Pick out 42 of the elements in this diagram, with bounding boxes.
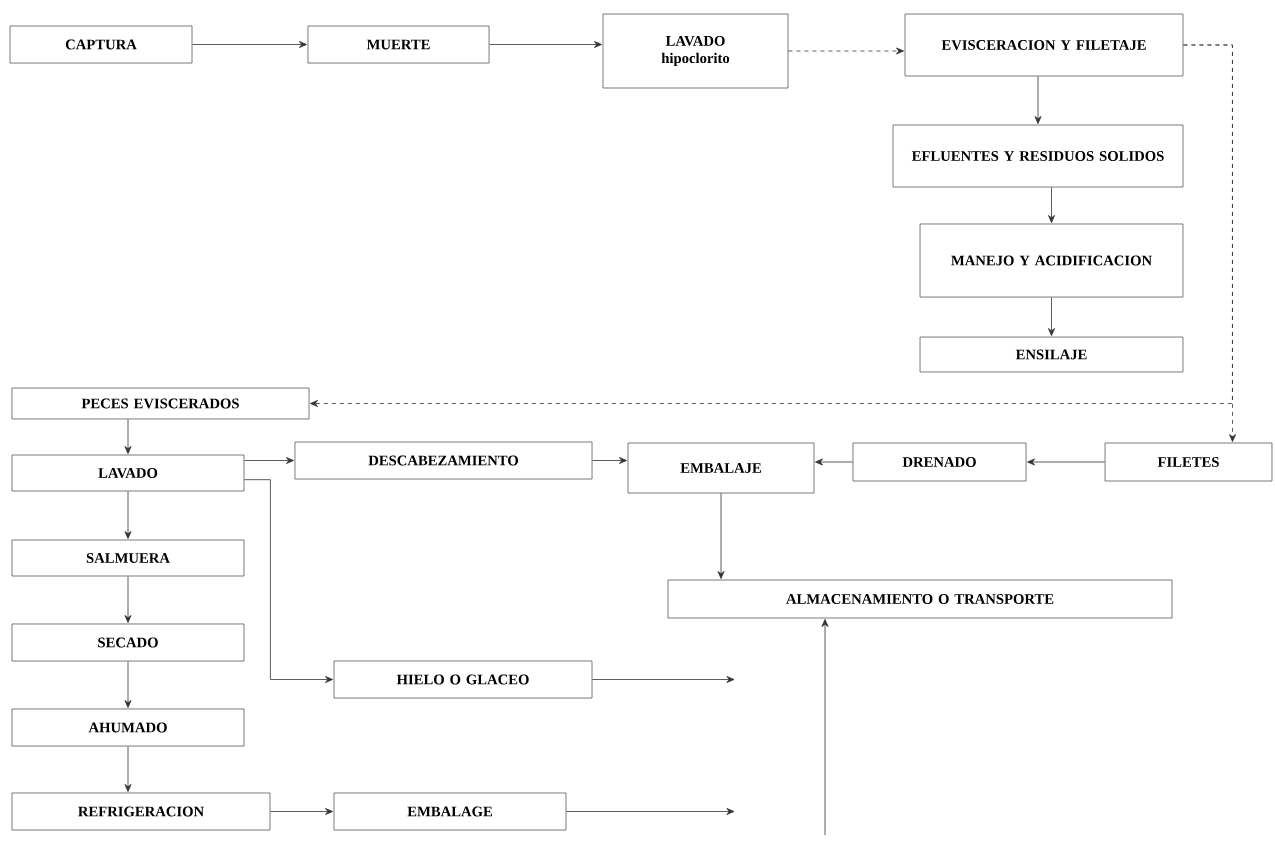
arrow	[124, 418, 132, 454]
process-box: REFRIGERACION	[11, 792, 271, 831]
arrow	[1034, 76, 1042, 124]
arrow	[717, 493, 725, 579]
arrow	[124, 576, 132, 623]
process-box: EVISCERACION Y FILETAJE	[904, 13, 1184, 77]
process-box: FILETES	[1104, 442, 1273, 482]
arrow	[1027, 458, 1106, 466]
process-box: MUERTE	[307, 25, 490, 64]
process-box: DRENADO	[852, 442, 1027, 482]
arrow	[592, 457, 627, 464]
process-box: SALMUERA	[11, 539, 245, 577]
process-box: ALMACENAMIENTO O TRANSPORTE	[667, 579, 1173, 619]
arrow	[1048, 297, 1055, 336]
arrow	[788, 47, 904, 55]
process-box: SECADO	[11, 623, 245, 662]
process-box: EFLUENTES Y RESIDUOS SOLIDOS	[892, 124, 1184, 188]
process-box: ENSILAJE	[919, 336, 1184, 373]
arrow	[124, 661, 132, 708]
arrow	[244, 479, 333, 683]
arrow	[1048, 187, 1055, 223]
arrow	[310, 44, 1233, 407]
arrow	[815, 458, 853, 466]
process-box: CAPTURA	[9, 25, 193, 64]
arrow	[124, 491, 132, 539]
process-box: LAVADO	[11, 454, 245, 492]
process-box: EMBALAJE	[627, 442, 815, 494]
arrow	[489, 41, 602, 48]
arrow	[192, 41, 307, 48]
process-box: MANEJO Y ACIDIFICACION	[919, 223, 1184, 298]
arrow	[270, 808, 333, 815]
process-box: LAVADO hipoclorito	[602, 13, 789, 89]
process-box: EMBALAGE	[333, 792, 567, 831]
process-box: DESCABEZAMIENTO	[294, 441, 593, 480]
arrow	[124, 746, 132, 792]
arrow	[592, 676, 735, 683]
process-box: PECES EVISCERADOS	[11, 387, 310, 420]
arrow	[566, 808, 735, 815]
arrow	[821, 619, 829, 836]
arrow	[244, 457, 294, 464]
process-box: HIELO O GLACEO	[333, 660, 593, 699]
process-box: AHUMADO	[11, 708, 245, 747]
